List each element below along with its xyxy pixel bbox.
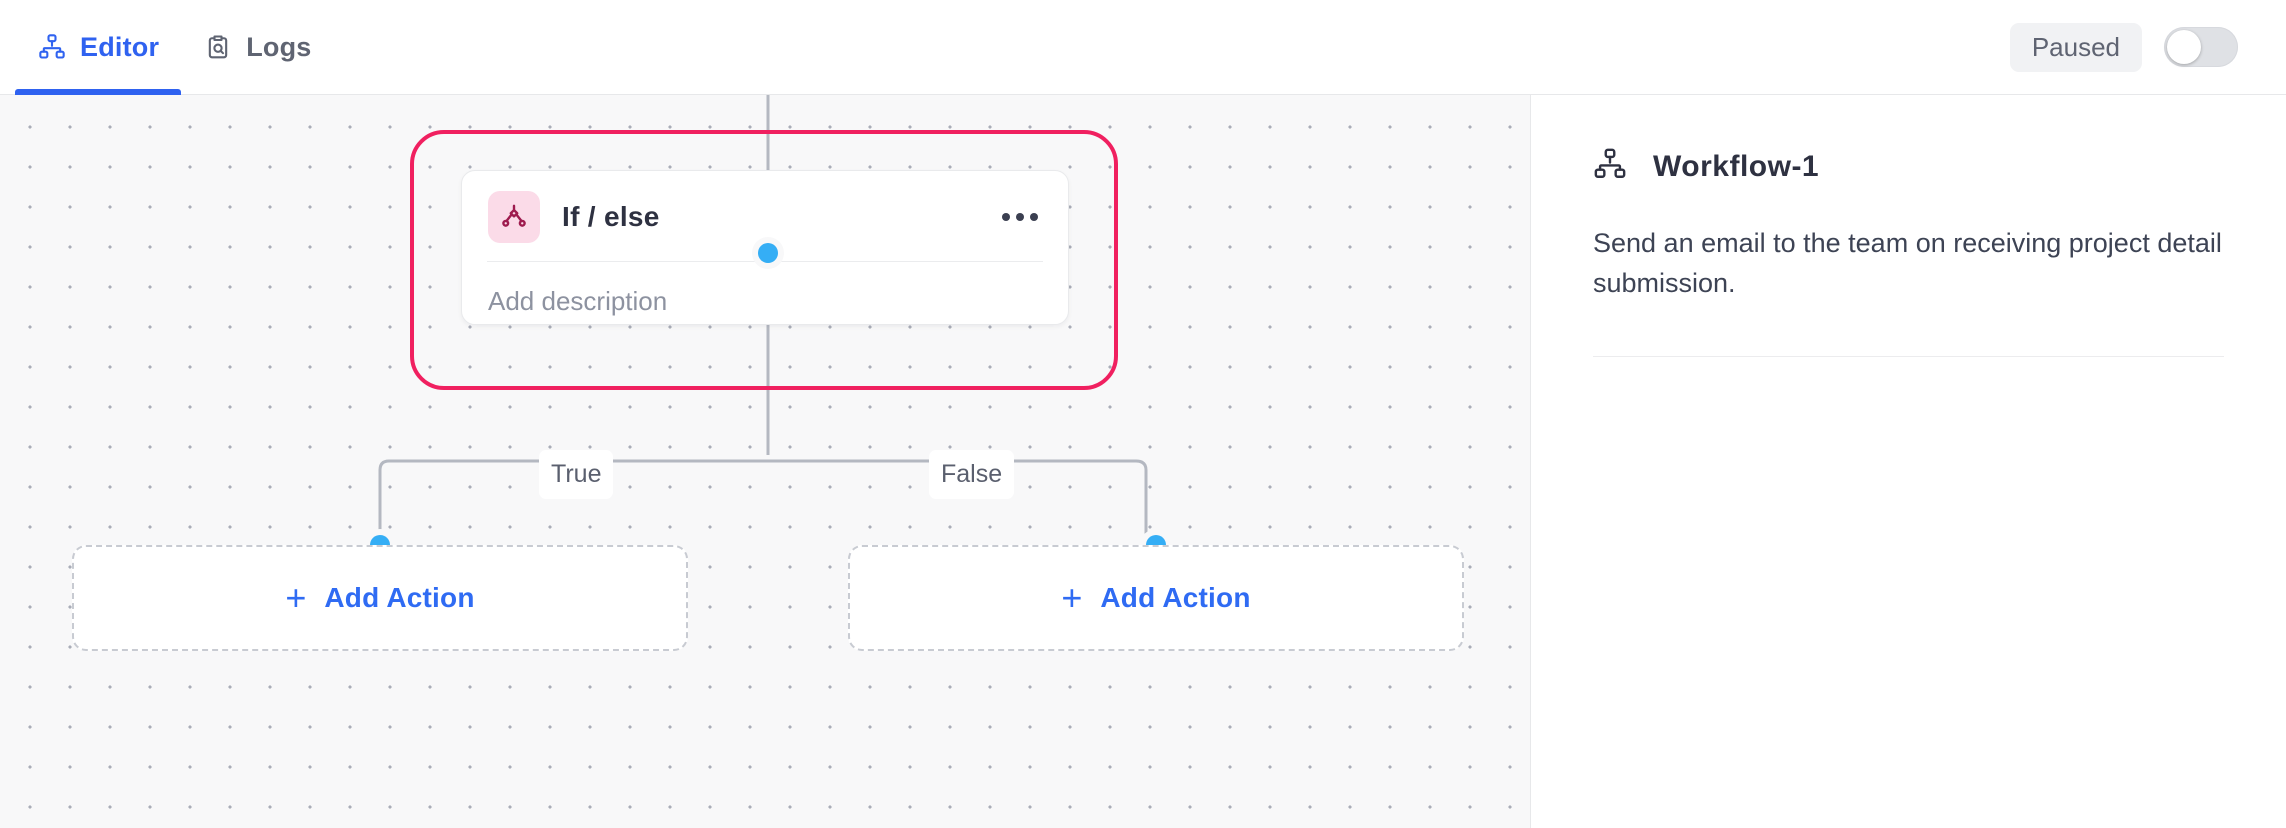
node-title: If / else (562, 201, 660, 232)
tab-bar: Editor Logs (0, 0, 334, 95)
ellipsis-icon[interactable] (998, 205, 1042, 229)
workflow-description: Send an email to the team on receiving p… (1593, 228, 2222, 298)
add-action-label-true: Add Action (324, 582, 475, 613)
workflow-enable-toggle[interactable] (2164, 27, 2238, 67)
node-header: If / else (488, 191, 1042, 261)
clipboard-search-icon (203, 32, 233, 62)
top-header: Editor Logs Paused (0, 0, 2286, 95)
status-badge: Paused (2009, 22, 2142, 72)
branch-label-true: True (539, 450, 614, 499)
tab-editor-label: Editor (80, 31, 160, 62)
node-description-input[interactable]: Add description (488, 286, 668, 316)
details-sidebar: Workflow-1 Send an email to the team on … (1530, 95, 2286, 828)
workflow-title-row: Workflow-1 (1593, 147, 2224, 186)
plus-icon: + (1061, 577, 1083, 618)
branch-split-icon (488, 191, 540, 243)
plus-icon: + (285, 577, 307, 618)
workflow-canvas[interactable]: If / else Add description True False + A… (0, 95, 1530, 828)
add-action-button-false[interactable]: + Add Action (848, 545, 1464, 651)
tab-logs[interactable]: Logs (181, 0, 333, 95)
hierarchy-icon (37, 32, 67, 62)
add-action-label-false: Add Action (1100, 582, 1251, 613)
tab-logs-label: Logs (246, 31, 312, 62)
add-action-button-true[interactable]: + Add Action (72, 545, 688, 651)
hierarchy-icon (1593, 147, 1627, 186)
branch-label-false: False (929, 450, 1015, 499)
workflow-title: Workflow-1 (1653, 149, 1820, 183)
selection-frame[interactable] (410, 130, 1118, 390)
tab-editor[interactable]: Editor (15, 0, 182, 95)
header-actions: Paused (2009, 22, 2286, 72)
sidebar-divider (1593, 355, 2224, 357)
toggle-knob (2167, 30, 2201, 64)
node-input-port[interactable] (758, 243, 778, 263)
